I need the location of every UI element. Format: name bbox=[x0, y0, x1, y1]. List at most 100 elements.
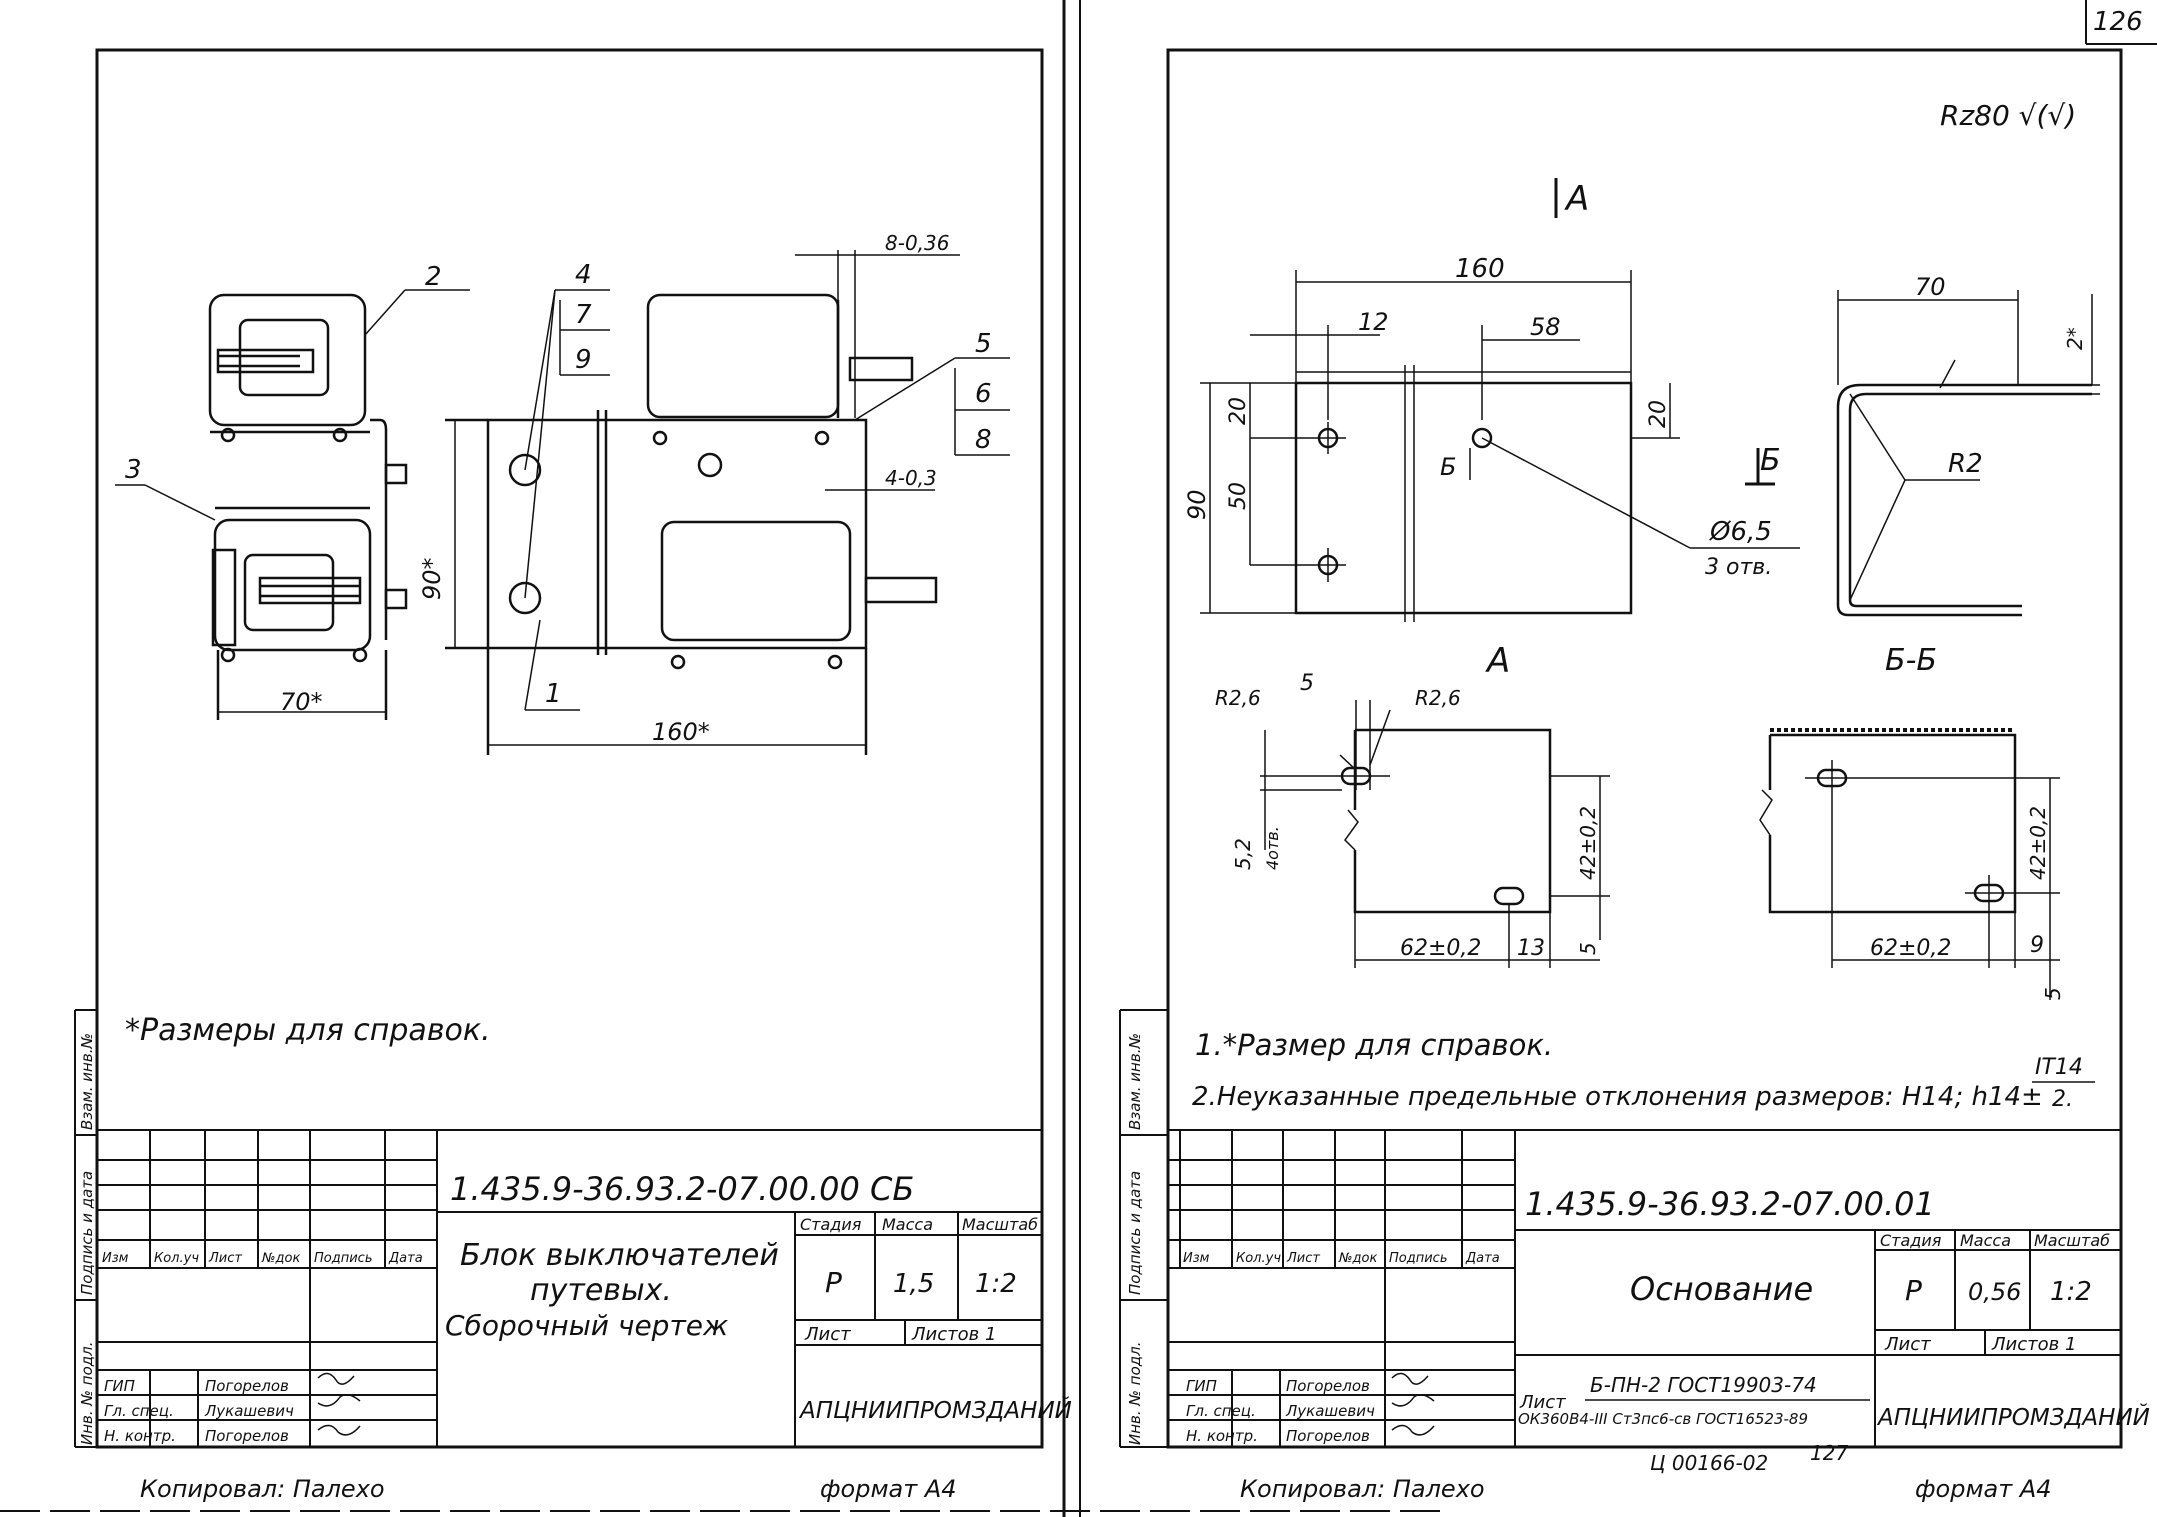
view-a-label: А bbox=[1485, 641, 1510, 681]
left-stage-label: Стадия bbox=[800, 1215, 862, 1234]
dim-r26-left: R2,6 bbox=[1215, 686, 1261, 710]
left-copied-by: Копировал: Палехо bbox=[140, 1475, 385, 1503]
dim-13: 13 bbox=[1517, 936, 1545, 961]
view-a-left bbox=[1260, 700, 1610, 968]
right-stamp-code: Ц 00166-02 bbox=[1650, 1451, 1768, 1475]
left-sheets-label: Листов 1 bbox=[911, 1324, 996, 1345]
left-sheet-label: Лист bbox=[804, 1324, 851, 1345]
right-name-3: Погорелов bbox=[1286, 1427, 1370, 1445]
dim-side-gap: 4-0,3 bbox=[885, 466, 937, 490]
left-col-list: Лист bbox=[208, 1251, 242, 1266]
right-stamp-text-1: Инв. № подл. bbox=[1126, 1342, 1144, 1445]
right-mass: 0,56 bbox=[1968, 1278, 2021, 1306]
right-mass-label: Масса bbox=[1960, 1231, 2011, 1250]
left-frame bbox=[95, 48, 1044, 1449]
left-side-stamp bbox=[74, 1009, 97, 1448]
left-doc-code: 1.435.9-36.93.2-07.00.00 СБ bbox=[450, 1170, 914, 1208]
right-col-izm: Изм bbox=[1183, 1251, 1210, 1266]
section-b-marker-2: Б bbox=[1440, 453, 1456, 481]
right-stage-label: Стадия bbox=[1880, 1231, 1942, 1250]
right-scale-label: Масштаб bbox=[2034, 1231, 2110, 1250]
right-format: формат А4 bbox=[1915, 1475, 2052, 1503]
right-col-list: Лист bbox=[1286, 1251, 1320, 1266]
dim-160: 160 bbox=[1455, 254, 1505, 284]
page-number: 126 bbox=[2093, 7, 2143, 37]
left-role-gip: ГИП bbox=[104, 1377, 135, 1395]
dim-5-top: 5 bbox=[1300, 671, 1314, 696]
dim-12: 12 bbox=[1358, 308, 1389, 336]
left-col-data: Дата bbox=[388, 1251, 423, 1266]
left-scale-label: Масштаб bbox=[962, 1215, 1038, 1234]
left-title-2: путевых. bbox=[530, 1273, 672, 1308]
callout-4: 4 bbox=[575, 260, 592, 290]
front-view bbox=[445, 250, 960, 755]
right-frame bbox=[1166, 48, 2123, 1449]
right-col-ndok: №док bbox=[1338, 1251, 1377, 1266]
right-note-2-frac-top: IT14 bbox=[2035, 1055, 2083, 1080]
left-title-block bbox=[97, 1129, 1042, 1447]
right-side-stamp bbox=[1119, 1009, 1168, 1448]
dim-50: 50 bbox=[1226, 482, 1251, 510]
footer-page-code: 127 bbox=[1810, 1441, 1848, 1465]
roughness-symbol: Rz80 √(√) bbox=[1940, 99, 2076, 132]
right-sheets-label: Листов 1 bbox=[1991, 1334, 2076, 1355]
right-copied-by: Копировал: Палехо bbox=[1240, 1475, 1485, 1503]
side-view bbox=[208, 293, 408, 720]
dim-58: 58 bbox=[1530, 313, 1561, 341]
callout-9: 9 bbox=[575, 345, 592, 375]
dim-height: 90* bbox=[418, 557, 446, 600]
left-stamp-text-3: Взам. инв.№ bbox=[78, 1033, 96, 1130]
right-sheet-label: Лист bbox=[1884, 1334, 1931, 1355]
dim-70: 70 bbox=[1915, 273, 1946, 301]
plate-view bbox=[1200, 270, 1800, 622]
left-sheet: Инв. № подл. Подпись и дата Взам. инв.№ bbox=[74, 48, 1072, 1503]
callout-8: 8 bbox=[975, 425, 992, 455]
dim-hole: Ø6,5 bbox=[1709, 517, 1772, 547]
left-mass-label: Масса bbox=[882, 1215, 933, 1234]
dim-20-left: 20 bbox=[1226, 397, 1251, 425]
left-col-podpis: Подпись bbox=[314, 1251, 372, 1266]
right-col-kolu: Кол.уч bbox=[1236, 1251, 1281, 1266]
dim-5-left: 5 bbox=[1576, 942, 1600, 955]
left-col-ndok: №док bbox=[261, 1251, 300, 1266]
right-col-podpis: Подпись bbox=[1389, 1251, 1447, 1266]
section-b-marker: Б bbox=[1760, 443, 1781, 478]
right-role-gip: ГИП bbox=[1186, 1377, 1217, 1395]
right-note-1: 1.*Размер для справок. bbox=[1195, 1028, 1553, 1062]
section-bb-view bbox=[1836, 290, 2100, 617]
right-scale: 1:2 bbox=[2050, 1277, 2092, 1307]
dim-hole-count: 3 отв. bbox=[1705, 555, 1772, 580]
callout-lines bbox=[115, 289, 1010, 711]
right-title-1: Основание bbox=[1630, 1270, 1813, 1308]
right-name-2: Лукашевич bbox=[1285, 1402, 1375, 1420]
dim-5-right: 5 bbox=[2041, 987, 2065, 1000]
right-name-1: Погорелов bbox=[1286, 1377, 1370, 1395]
left-name-3: Погорелов bbox=[205, 1427, 289, 1445]
view-bb-label: Б-Б bbox=[1885, 643, 1937, 678]
right-stage: Р bbox=[1905, 1274, 1922, 1307]
dim-2: 2* bbox=[2063, 327, 2087, 350]
left-title-3: Сборочный чертеж bbox=[445, 1309, 728, 1342]
right-stamp-text-3: Взам. инв.№ bbox=[1126, 1033, 1144, 1130]
callout-1: 1 bbox=[545, 679, 562, 709]
dim-r2: R2 bbox=[1948, 449, 1983, 479]
view-a-right bbox=[1759, 728, 2060, 1000]
dim-90: 90 bbox=[1183, 489, 1211, 520]
right-organization: АПЦНИИПРОМЗДАНИЙ bbox=[1876, 1403, 2150, 1431]
dim-top-thickness: 8-0,36 bbox=[885, 231, 949, 255]
right-material-prefix: Лист bbox=[1519, 1392, 1566, 1413]
right-note-2: 2.Неуказанные предельные отклонения разм… bbox=[1192, 1082, 2043, 1112]
right-sheet: Инв. № подл. Подпись и дата Взам. инв.№ … bbox=[1119, 48, 2150, 1503]
dim-62-right: 62±0,2 bbox=[1870, 936, 1951, 961]
dim-20-right: 20 bbox=[1646, 400, 1671, 428]
dim-width-left: 70* bbox=[280, 688, 323, 716]
left-stamp-text-1: Инв. № подл. bbox=[78, 1342, 96, 1445]
dim-52-bot: 4отв. bbox=[1263, 826, 1282, 870]
dim-9: 9 bbox=[2030, 933, 2044, 958]
left-organization: АПЦНИИПРОМЗДАНИЙ bbox=[798, 1396, 1072, 1424]
left-note: *Размеры для справок. bbox=[125, 1013, 491, 1048]
left-role-spec: Гл. спец. bbox=[104, 1402, 174, 1420]
dim-width-main: 160* bbox=[652, 718, 710, 746]
